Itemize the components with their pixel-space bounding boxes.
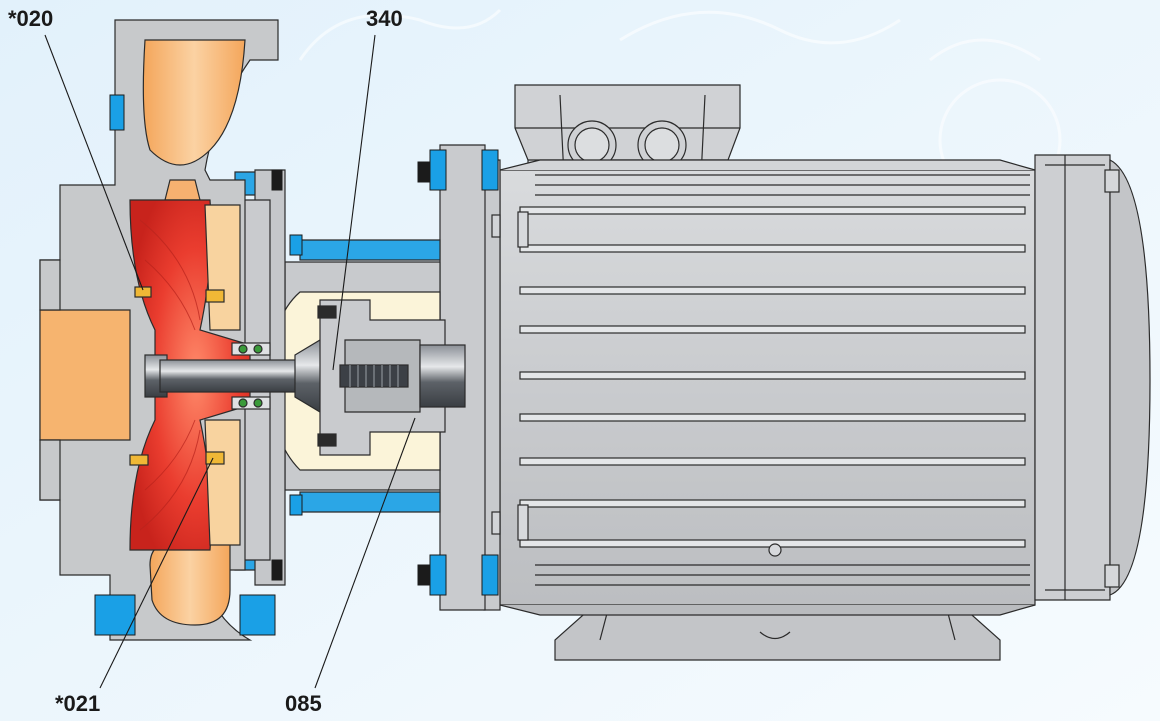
leader-085 <box>314 417 416 689</box>
lantern-top-brace <box>299 239 441 261</box>
motor <box>483 84 1151 661</box>
motor-shaft <box>419 344 466 408</box>
cooling-fins <box>519 206 1026 548</box>
volute-bottom-passage <box>149 539 231 626</box>
callout-340: 340 <box>366 6 403 31</box>
shaft-assembly <box>144 299 466 456</box>
discharge-passage <box>142 39 246 166</box>
suction-inlet <box>39 309 131 441</box>
mechanical-seal <box>231 342 271 410</box>
wear-ring-021 <box>205 451 225 465</box>
callout-020: *020 <box>8 6 54 31</box>
lantern-bottom-brace <box>299 491 441 513</box>
bolts <box>94 94 499 636</box>
callout-021: *021 <box>55 691 101 716</box>
leader-340 <box>332 34 376 371</box>
pump-shaft <box>159 359 301 393</box>
fan-cover <box>1034 154 1111 601</box>
leader-021 <box>99 457 214 689</box>
leader-020 <box>44 34 144 291</box>
leader-lines <box>44 34 416 689</box>
wear-ring-020 <box>134 286 152 298</box>
background-watermark <box>298 8 1062 202</box>
callout-085: 085 <box>285 691 322 716</box>
